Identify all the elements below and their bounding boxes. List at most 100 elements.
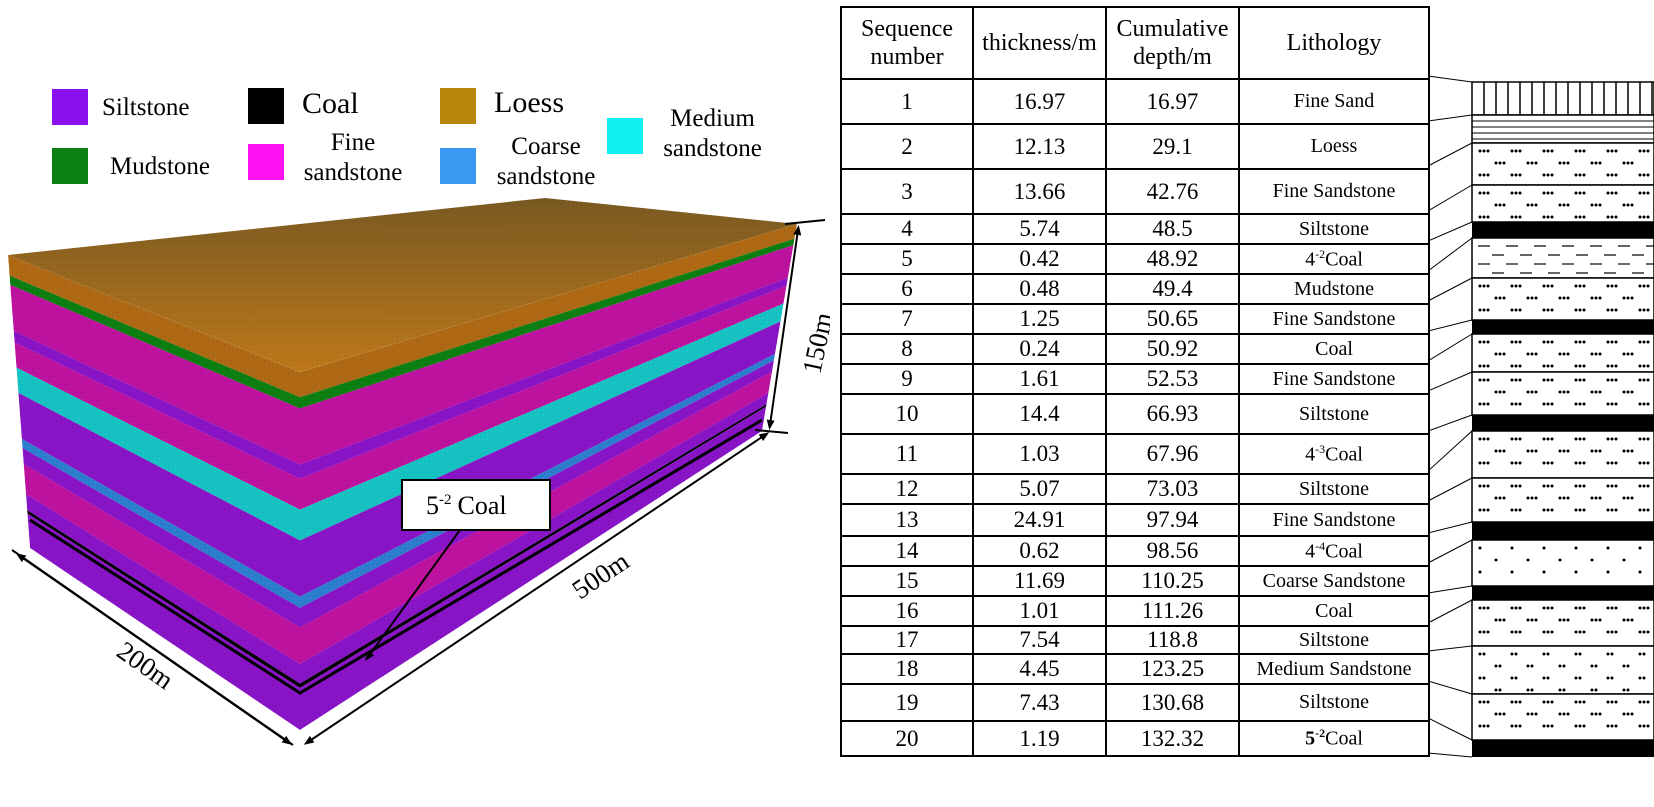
cell-sequence: 10 — [840, 393, 974, 435]
cell-sequence: 9 — [840, 363, 974, 395]
cell-depth: 66.93 — [1105, 393, 1240, 435]
cell-sequence: 14 — [840, 535, 974, 567]
length-dimension-line — [303, 432, 770, 745]
legend-label: Coal — [302, 87, 359, 120]
legend-swatch — [440, 148, 476, 184]
cell-thickness: 5.74 — [972, 213, 1107, 245]
header-lithology: Lithology — [1238, 6, 1430, 80]
column-connector — [1428, 319, 1473, 332]
cell-thickness: 24.91 — [972, 503, 1107, 537]
cell-sequence: 2 — [840, 123, 974, 170]
cell-depth: 73.03 — [1105, 473, 1240, 505]
column-connector — [1428, 585, 1473, 594]
column-band — [1471, 539, 1654, 587]
legend-swatch — [248, 88, 284, 124]
cell-lithology: Siltstone — [1238, 683, 1430, 722]
cell-lithology: Coal — [1238, 595, 1430, 627]
column-band — [1471, 184, 1654, 223]
column-connector — [1428, 221, 1473, 242]
cell-lithology: Siltstone — [1238, 393, 1430, 435]
legend-label: Mudstone — [110, 153, 210, 180]
column-connector — [1428, 414, 1473, 432]
cell-depth: 42.76 — [1105, 168, 1240, 215]
column-band — [1472, 586, 1654, 600]
cell-depth: 67.96 — [1105, 433, 1240, 475]
column-connector — [1428, 521, 1473, 534]
cell-sequence: 13 — [840, 503, 974, 537]
cell-lithology: Siltstone — [1238, 213, 1430, 245]
header-cumulative-depth: Cumulative depth/m — [1105, 6, 1240, 80]
cell-sequence: 6 — [840, 273, 974, 305]
column-band — [1471, 81, 1654, 116]
column-connector — [1428, 184, 1473, 212]
column-connector — [1428, 717, 1473, 741]
dim-length-label: 500m — [567, 546, 635, 605]
cell-thickness: 1.19 — [972, 720, 1107, 757]
cell-thickness: 16.97 — [972, 78, 1107, 125]
legend-swatch — [52, 148, 88, 184]
column-band — [1471, 430, 1654, 479]
cell-lithology: 4-3Coal — [1238, 433, 1430, 475]
column-band — [1472, 320, 1654, 334]
column-connector — [1428, 333, 1473, 362]
cell-lithology: Loess — [1238, 123, 1430, 170]
cell-sequence: 5 — [840, 243, 974, 275]
column-connector — [1428, 430, 1473, 472]
cell-sequence: 17 — [840, 625, 974, 655]
cell-thickness: 0.42 — [972, 243, 1107, 275]
cell-sequence: 12 — [840, 473, 974, 505]
legend-label: Loess — [494, 86, 564, 119]
cell-thickness: 14.4 — [972, 393, 1107, 435]
column-connector — [1428, 237, 1473, 272]
column-connector — [1428, 75, 1473, 83]
cell-depth: 50.65 — [1105, 303, 1240, 335]
cell-depth: 52.53 — [1105, 363, 1240, 395]
cell-sequence: 20 — [840, 720, 974, 757]
cell-depth: 98.56 — [1105, 535, 1240, 567]
legend-swatch — [440, 88, 476, 124]
legend-swatch — [607, 118, 643, 154]
cell-depth: 111.26 — [1105, 595, 1240, 627]
width-dimension-line — [15, 553, 293, 745]
cell-thickness: 12.13 — [972, 123, 1107, 170]
column-band — [1472, 222, 1654, 238]
column-connector — [1428, 680, 1473, 695]
column-band — [1471, 599, 1654, 647]
dim-height-label: 150m — [797, 310, 830, 376]
cell-lithology: Siltstone — [1238, 473, 1430, 505]
column-band — [1472, 740, 1654, 757]
cell-depth: 110.25 — [1105, 565, 1240, 597]
cell-depth: 48.92 — [1105, 243, 1240, 275]
coal-callout-box — [401, 479, 551, 531]
cell-depth: 49.4 — [1105, 273, 1240, 305]
column-band — [1471, 371, 1654, 416]
cell-lithology: Siltstone — [1238, 625, 1430, 655]
column-band — [1472, 522, 1654, 540]
legend-label: Medium sandstone — [663, 105, 762, 162]
cell-sequence: 11 — [840, 433, 974, 475]
cell-lithology: Fine Sandstone — [1238, 503, 1430, 537]
cell-lithology: 5-2Coal — [1238, 720, 1430, 757]
cell-thickness: 0.62 — [972, 535, 1107, 567]
cell-lithology: Coal — [1238, 333, 1430, 365]
cell-sequence: 18 — [840, 653, 974, 685]
cell-depth: 16.97 — [1105, 78, 1240, 125]
cell-lithology: Mudstone — [1238, 273, 1430, 305]
cell-thickness: 5.07 — [972, 473, 1107, 505]
cell-depth: 48.5 — [1105, 213, 1240, 245]
